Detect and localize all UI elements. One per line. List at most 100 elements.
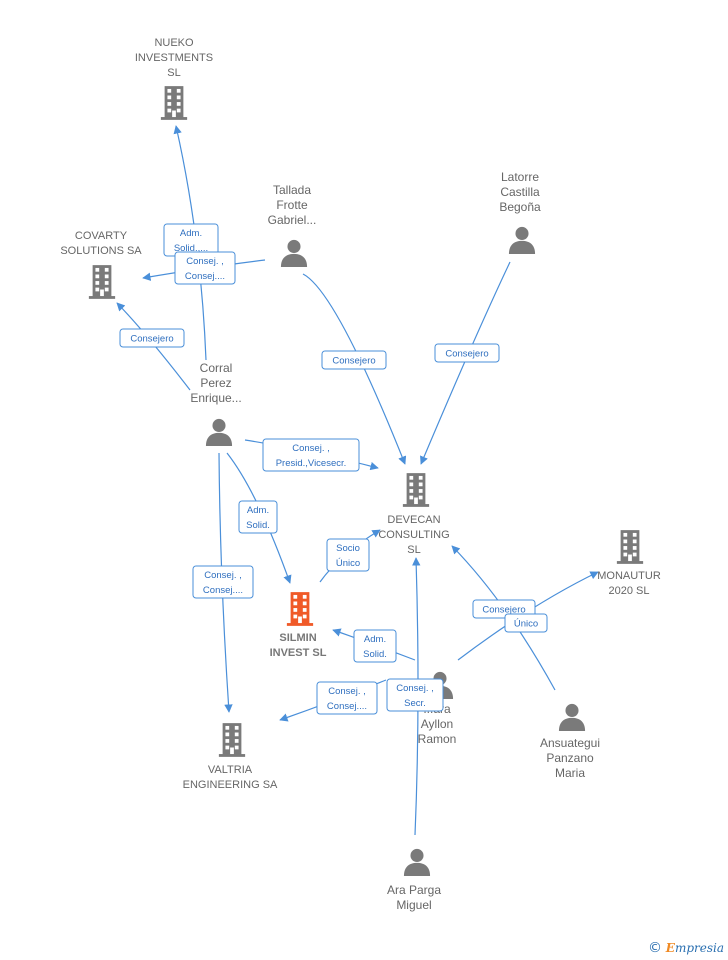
node-label-line[interactable]: Tallada: [273, 183, 311, 197]
node-label-line[interactable]: Perez: [200, 376, 231, 390]
badge-label: Adm.: [180, 228, 202, 239]
node-covarty[interactable]: COVARTY SOLUTIONS SA: [60, 230, 142, 299]
node-label-line[interactable]: Ara Parga: [387, 883, 441, 897]
badge-box[interactable]: [321, 350, 387, 370]
badge-box[interactable]: [174, 251, 236, 285]
badge-label: Consej....: [327, 701, 367, 712]
node-label-line[interactable]: SL: [167, 67, 180, 79]
node-devecan[interactable]: DEVECAN CONSULTING SL: [378, 473, 450, 556]
relation-badge[interactable]: Consejero: [321, 350, 387, 370]
node-label-line[interactable]: Begoña: [499, 200, 541, 214]
badge-label: Único: [514, 619, 538, 630]
badge-box[interactable]: [326, 538, 370, 572]
node-label-line[interactable]: Ayllon: [421, 717, 453, 731]
node-label-line[interactable]: ENGINEERING SA: [183, 779, 278, 791]
person-icon[interactable]: [558, 703, 586, 731]
badge-label: Consej....: [203, 585, 243, 596]
person-icon[interactable]: [403, 848, 431, 876]
node-label-line[interactable]: Gabriel...: [268, 213, 317, 227]
relation-badge[interactable]: Consej. ,Consej....: [174, 251, 236, 285]
badge-label: Consej. ,: [328, 686, 366, 697]
building-icon[interactable]: [88, 265, 116, 299]
node-label-line[interactable]: Ansuategui: [540, 736, 600, 750]
node-label-line[interactable]: COVARTY: [75, 230, 128, 242]
node-label-line[interactable]: Miguel: [396, 898, 431, 912]
node-label-line[interactable]: DEVECAN: [387, 514, 440, 526]
person-icon[interactable]: [508, 226, 536, 254]
badge-label: Presid.,Vicesecr.: [276, 458, 347, 469]
relation-badge[interactable]: Consej. , Consej....: [316, 681, 378, 715]
node-label-line[interactable]: Latorre: [501, 170, 539, 184]
relation-badge[interactable]: Consejero: [434, 343, 500, 363]
node-label-line[interactable]: VALTRIA: [208, 764, 253, 776]
badge-box[interactable]: [504, 613, 548, 633]
badge-box[interactable]: [119, 328, 185, 348]
badge-box[interactable]: [262, 438, 360, 472]
badge-label: Adm.: [247, 505, 269, 516]
node-label-line[interactable]: Frotte: [276, 198, 308, 212]
relation-badge[interactable]: Consejero: [119, 328, 185, 348]
building-icon[interactable]: [616, 530, 644, 564]
building-icon[interactable]: [160, 86, 188, 120]
badge-box[interactable]: [434, 343, 500, 363]
badge-box[interactable]: [316, 681, 378, 715]
badge-label: Consejero: [482, 605, 525, 616]
node-label-line[interactable]: INVEST SL: [270, 647, 327, 659]
person-icon[interactable]: [205, 418, 233, 446]
brand-initial: E: [665, 941, 675, 955]
node-label-line[interactable]: Castilla: [500, 185, 540, 199]
copyright-icon: ©: [647, 940, 662, 956]
node-label-line[interactable]: SOLUTIONS SA: [60, 245, 142, 257]
badge-box[interactable]: [386, 678, 444, 712]
nodes-layer: NUEKO INVESTMENTS SL COVARTY SOLUTIONS SA Tal…: [60, 37, 660, 912]
node-label-line[interactable]: SILMIN: [279, 632, 316, 644]
node-label-line[interactable]: MONAUTUR: [597, 570, 661, 582]
badge-box[interactable]: [353, 629, 397, 663]
badge-label: Único: [336, 558, 360, 569]
node-nueko[interactable]: NUEKO INVESTMENTS SL: [135, 37, 213, 120]
node-label-line[interactable]: Maria: [555, 766, 585, 780]
badge-box[interactable]: [192, 565, 254, 599]
node-label-line[interactable]: NUEKO: [154, 37, 194, 49]
node-corral[interactable]: CorralPerezEnrique...: [190, 361, 242, 446]
building-icon[interactable]: [402, 473, 430, 507]
node-label-line[interactable]: SL: [407, 544, 420, 556]
relation-badge[interactable]: Consej. , Presid.,Vicesecr.: [262, 438, 360, 472]
relation-badge[interactable]: Adm.Solid.: [353, 629, 397, 663]
node-tallada[interactable]: TalladaFrotteGabriel...: [268, 183, 317, 267]
badge-label: Consej. ,: [186, 256, 224, 267]
relation-badge[interactable]: Adm.Solid.,...: [163, 223, 219, 257]
node-label-line[interactable]: Corral: [200, 361, 233, 375]
node-label-line[interactable]: Panzano: [546, 751, 594, 765]
edge-tallada-to-devecan: [302, 273, 407, 465]
badge-label: Consejero: [130, 334, 173, 345]
badge-label: Consejero: [445, 349, 488, 360]
node-label-line[interactable]: CONSULTING: [378, 529, 449, 541]
building-icon[interactable]: [218, 723, 246, 757]
badge-label: Adm.: [364, 634, 386, 645]
node-silmin[interactable]: SILMIN INVEST SL: [270, 592, 327, 659]
building-icon[interactable]: [286, 592, 314, 626]
person-icon[interactable]: [280, 239, 308, 267]
node-valtria[interactable]: VALTRIA ENGINEERING SA: [183, 723, 278, 791]
node-monautur[interactable]: MONAUTUR 2020 SL: [597, 530, 661, 597]
brand-name: mpresia: [674, 941, 724, 955]
relation-badge[interactable]: Adm.Solid.: [238, 500, 278, 534]
badge-label: Consej. ,: [292, 443, 330, 454]
relation-badge[interactable]: Único: [504, 613, 548, 633]
node-label-line[interactable]: Enrique...: [190, 391, 241, 405]
empresia-logo[interactable]: © Empresia: [648, 940, 724, 956]
node-label-line[interactable]: INVESTMENTS: [135, 52, 213, 64]
badge-label: Consej. ,: [204, 570, 242, 581]
badge-label: Secr.: [404, 698, 426, 709]
relation-badge[interactable]: Consej. , Consej....: [192, 565, 254, 599]
badge-box[interactable]: [238, 500, 278, 534]
node-label-line[interactable]: 2020 SL: [609, 585, 650, 597]
relation-badge[interactable]: Consej. ,Secr.: [386, 678, 444, 712]
node-label-line[interactable]: Ramon: [418, 732, 457, 746]
